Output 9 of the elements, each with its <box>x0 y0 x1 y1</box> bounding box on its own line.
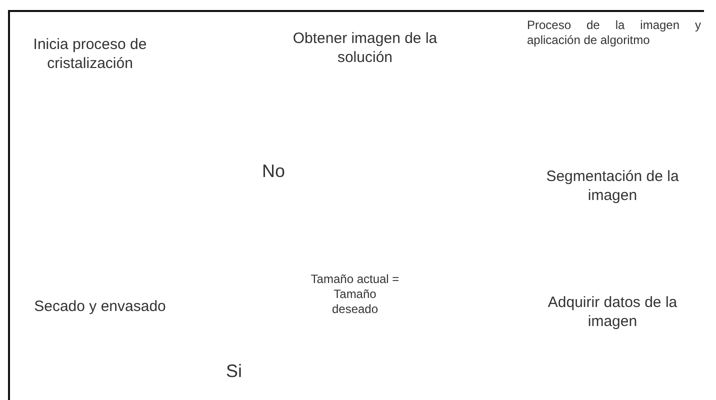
step-text: Proceso de la imagen y aplicación de algoritmo <box>527 18 701 48</box>
step-text: Inicia proceso de cristalización <box>32 36 148 74</box>
branch-label: No <box>262 160 286 182</box>
branch-label: Si <box>226 360 244 382</box>
step-text: Secado y envasado <box>33 298 167 317</box>
step-text: Segmentación de la imagen <box>545 168 680 206</box>
step-text: Adquirir datos de la imagen <box>546 294 678 332</box>
step-text: Obtener imagen de la solución <box>292 30 438 68</box>
condition-text: Tamaño actual = Tamaño deseado <box>310 272 400 317</box>
